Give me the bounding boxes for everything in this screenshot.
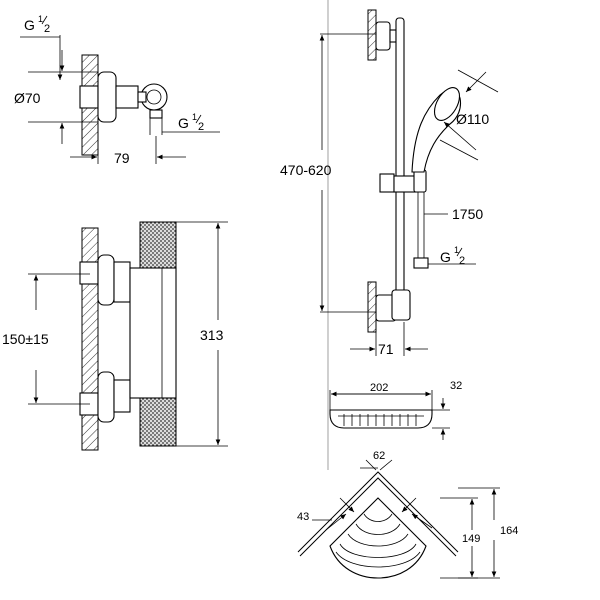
thread-top-g: G (24, 17, 35, 33)
thread-hose-den: 2 (459, 255, 465, 267)
thread-top-den: 2 (44, 23, 50, 35)
diameter-70-label: Ø70 (14, 90, 41, 106)
corner-149-label: 149 (462, 533, 480, 545)
shower-rail-view: Ø110 1750 G 1 2 470-620 71 (280, 9, 499, 357)
spacing-150-label: 150±15 (2, 331, 49, 347)
bar-470-620-label: 470-620 (280, 162, 332, 178)
shower-rail (395, 17, 405, 294)
corner-43-label: 43 (297, 511, 309, 523)
diameter-110-label: Ø110 (456, 111, 489, 127)
thread-hose-num: 1 (454, 245, 459, 255)
shelf-side-view: 202 32 (329, 380, 462, 440)
shelf-32-label: 32 (450, 380, 462, 392)
thermostat-view: 150±15 313 (2, 221, 228, 451)
thread-mid-g: G (178, 115, 189, 131)
shelf-202-label: 202 (370, 382, 388, 394)
thread-top-num: 1 (38, 14, 43, 24)
wall-connector-view: G 1 2 Ø70 G 1 2 79 (14, 14, 220, 166)
hose-1750-label: 1750 (452, 206, 483, 222)
top-knob (139, 221, 177, 269)
corner-shelf-view: 62 43 149 164 (297, 450, 518, 579)
thread-mid-num: 1 (192, 112, 197, 122)
height-313-label: 313 (200, 327, 224, 343)
corner-62-label: 62 (373, 450, 385, 462)
depth-79-label: 79 (114, 150, 130, 166)
thread-mid-den: 2 (198, 121, 204, 133)
offset-71-label: 71 (378, 341, 394, 357)
thread-hose-g: G (440, 249, 451, 265)
corner-164-label: 164 (500, 525, 518, 537)
wall-hatch-bottom (81, 227, 99, 451)
bottom-knob (139, 397, 177, 447)
